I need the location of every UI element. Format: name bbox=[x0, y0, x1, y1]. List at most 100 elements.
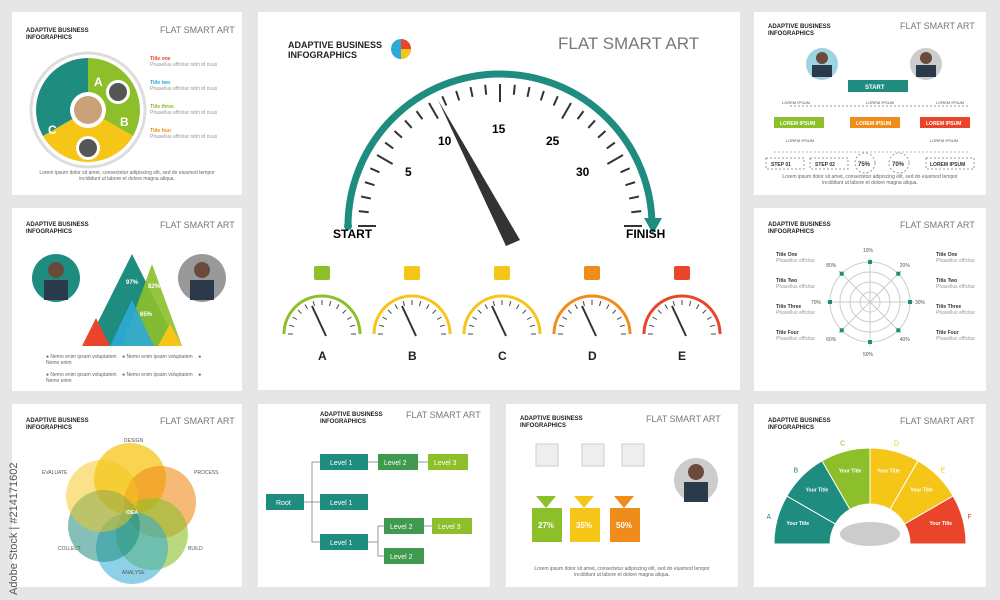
svg-text:27%: 27% bbox=[538, 521, 554, 530]
svg-text:Level 3: Level 3 bbox=[438, 524, 461, 531]
svg-text:LOREM IPSUM: LOREM IPSUM bbox=[936, 100, 964, 105]
slide-heading: FLAT SMART ART bbox=[160, 416, 235, 426]
letter-c: C bbox=[48, 123, 57, 137]
mini-gauge-tick bbox=[649, 324, 655, 327]
mini-gauge-tick bbox=[336, 304, 340, 310]
mini-gauge-tick bbox=[567, 309, 572, 314]
slide-heading: FLAT SMART ART bbox=[558, 34, 700, 53]
mini-gauge-tick bbox=[292, 316, 298, 320]
slide-heading: FLAT SMART ART bbox=[646, 414, 721, 424]
mini-gauge-needle bbox=[311, 305, 327, 337]
mini-gauge-tick bbox=[432, 309, 437, 314]
gauge-tick bbox=[360, 195, 372, 200]
svg-text:LOREM IPSUM: LOREM IPSUM bbox=[780, 121, 815, 127]
svg-text:LOREM IPSUM: LOREM IPSUM bbox=[866, 100, 894, 105]
mini-gauge-tick bbox=[379, 324, 385, 327]
tree-diagram: Root Level 1 Level 1 Level 1 Level 2 Lev… bbox=[266, 454, 472, 564]
gauge-tick bbox=[576, 110, 585, 120]
mini-gauge-tick bbox=[706, 316, 712, 320]
mini-gauge-tick bbox=[436, 316, 442, 320]
mini-gauge-arc bbox=[462, 294, 542, 335]
radar-point bbox=[839, 328, 844, 333]
mini-gauge-tick bbox=[472, 316, 478, 320]
venn-diagram: DESIGN PROCESS BUILD ANALYSE COLLECT EVA… bbox=[42, 438, 219, 584]
radar-tick-label: 30% bbox=[915, 300, 926, 306]
segment-letter: E bbox=[941, 467, 946, 474]
mini-gauge-tick bbox=[492, 301, 495, 307]
slide-heading: FLAT SMART ART bbox=[406, 410, 481, 420]
scale-10: 10 bbox=[438, 134, 452, 148]
svg-text:LOREM IPSUM: LOREM IPSUM bbox=[930, 138, 958, 143]
gauge-tick bbox=[561, 102, 572, 120]
mini-gauge-tick bbox=[484, 304, 488, 310]
slide-heading: FLAT SMART ART bbox=[160, 25, 235, 35]
abc-circle-chart: A B C bbox=[29, 51, 147, 169]
mini-gauge-icon bbox=[314, 266, 330, 280]
gauge-tick bbox=[428, 102, 439, 120]
slide-heading: FLAT SMART ART bbox=[900, 416, 975, 426]
mini-gauge-label: B bbox=[408, 349, 417, 363]
mini-gauge-tick bbox=[419, 301, 422, 307]
svg-text:LOREM IPSUM: LOREM IPSUM bbox=[856, 121, 891, 127]
mini-gauge-tick bbox=[304, 304, 308, 310]
mini-gauge-tick bbox=[559, 324, 565, 327]
radar-point bbox=[908, 300, 912, 304]
mini-gauge-icon bbox=[404, 266, 420, 280]
slide-heading: FLAT SMART ART bbox=[900, 21, 975, 31]
mini-gauge-tick bbox=[689, 301, 692, 307]
svg-text:PROCESS: PROCESS bbox=[194, 470, 219, 476]
mini-gauge-tick bbox=[349, 324, 355, 327]
triangle-chart: 97% 82% 65% bbox=[32, 254, 226, 346]
svg-text:STEP 02: STEP 02 bbox=[815, 162, 835, 168]
legend-text: ● Nemo enim ipsam voluptatem ● Nemo enim… bbox=[46, 354, 202, 384]
speedometer-needle bbox=[438, 100, 520, 246]
gauge-tick bbox=[625, 181, 636, 187]
radar-point bbox=[839, 271, 844, 276]
mini-gauge-tick bbox=[329, 301, 332, 307]
mini-gauge-tick bbox=[582, 301, 585, 307]
mini-gauge-tick bbox=[652, 316, 658, 320]
semicircle-segment bbox=[903, 495, 967, 545]
gauge-tick bbox=[587, 119, 596, 129]
mini-gauge-tick bbox=[526, 316, 532, 320]
radar-point bbox=[828, 300, 832, 304]
mini-gauge-tick bbox=[619, 324, 625, 327]
svg-text:LOREM IPSUM: LOREM IPSUM bbox=[926, 121, 961, 127]
scale-25: 25 bbox=[546, 134, 560, 148]
gauge-tick bbox=[441, 95, 448, 106]
svg-text:DESIGN: DESIGN bbox=[124, 438, 144, 444]
mini-gauge-tick bbox=[599, 301, 602, 307]
org-flow-diagram: START LOREM IPSUM LOREM IPSUM LOREM IPSU… bbox=[765, 48, 975, 174]
mini-gauge-tick bbox=[529, 324, 535, 327]
svg-text:Level 1: Level 1 bbox=[330, 500, 353, 507]
adobe-stock-watermark: Adobe Stock | #214171602 bbox=[8, 462, 20, 595]
radar-tick-label: 40% bbox=[900, 337, 911, 343]
radar-tick-label: 70% bbox=[811, 300, 822, 306]
slide-heading: FLAT SMART ART bbox=[160, 220, 235, 230]
semicircle-segment bbox=[821, 447, 871, 511]
segment-title: Your Title bbox=[877, 469, 900, 475]
mini-gauge-tick bbox=[562, 316, 568, 320]
mini-gauge-tick bbox=[522, 309, 527, 314]
radar-point bbox=[896, 328, 901, 333]
mini-gauge-label: E bbox=[678, 349, 686, 363]
gauge-tick bbox=[606, 141, 616, 150]
radar-tick-label: 60% bbox=[826, 337, 837, 343]
semicircle-segment bbox=[773, 495, 837, 545]
gauge-tick bbox=[404, 119, 413, 129]
letter-b: B bbox=[120, 115, 129, 129]
